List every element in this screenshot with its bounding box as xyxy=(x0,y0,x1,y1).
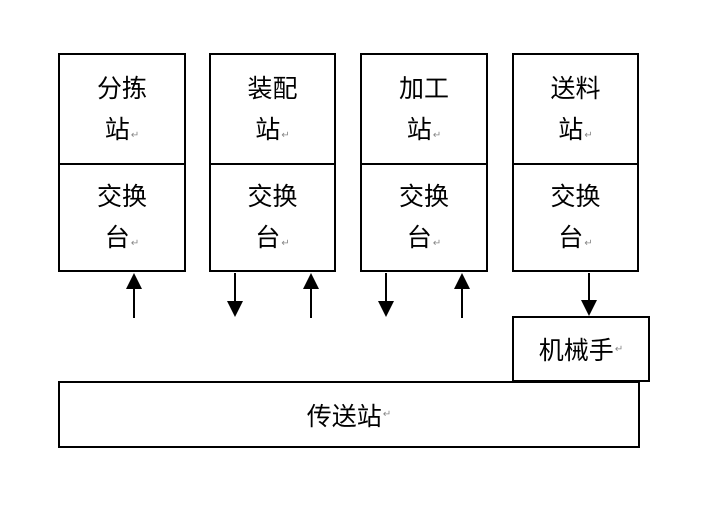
robot-arm-label: 机械手 xyxy=(538,336,614,365)
arrow-down-machining xyxy=(378,273,394,317)
paragraph-mark-icon: ↵ xyxy=(432,130,442,141)
conveyor-label: 传送站 xyxy=(306,401,382,431)
station-name-line2: 站 xyxy=(104,115,130,144)
paragraph-mark-icon: ↵ xyxy=(130,238,140,249)
exchange-table-line2: 台 xyxy=(255,223,281,252)
paragraph-mark-icon: ↵ xyxy=(281,130,290,141)
station-name-line1: 加工 xyxy=(398,73,449,103)
station-machining: 加工 站↵ 交换 台↵ xyxy=(360,53,488,272)
exchange-table-line2: 台 xyxy=(558,223,584,252)
paragraph-mark-icon: ↵ xyxy=(130,130,140,141)
station-sorting-name: 分拣 站↵ xyxy=(60,55,184,165)
paragraph-mark-icon: ↵ xyxy=(281,238,290,249)
arrow-up-sorting xyxy=(126,273,142,318)
station-assembly-name: 装配 站↵ xyxy=(211,55,334,165)
station-sorting-exchange-table: 交换 台↵ xyxy=(60,163,184,271)
exchange-table-line1: 交换 xyxy=(96,181,147,211)
exchange-table-line1: 交换 xyxy=(550,181,601,211)
station-assembly: 装配 站↵ 交换 台↵ xyxy=(209,53,336,272)
paragraph-mark-icon: ↵ xyxy=(614,343,624,355)
exchange-table-line2: 台 xyxy=(406,223,432,252)
station-feeding-exchange-table: 交换 台↵ xyxy=(514,163,637,271)
station-name-line1: 分拣 xyxy=(96,73,147,103)
robot-arm-box: 机械手↵ xyxy=(512,316,650,382)
station-name-line2: 站 xyxy=(558,115,584,144)
paragraph-mark-icon: ↵ xyxy=(432,238,442,249)
station-sorting: 分拣 站↵ 交换 台↵ xyxy=(58,53,186,272)
station-name-line2: 站 xyxy=(255,115,281,144)
station-assembly-exchange-table: 交换 台↵ xyxy=(211,163,334,271)
exchange-table-line1: 交换 xyxy=(398,181,449,211)
station-feeding: 送料 站↵ 交换 台↵ xyxy=(512,53,639,272)
station-name-line1: 装配 xyxy=(247,73,298,103)
conveyor-box: 传送站↵ xyxy=(58,381,640,448)
arrow-up-assembly xyxy=(303,273,319,318)
station-name-line2: 站 xyxy=(406,115,432,144)
exchange-table-line1: 交换 xyxy=(247,181,298,211)
arrow-up-machining xyxy=(454,273,470,318)
arrow-down-feeding-to-robot xyxy=(581,273,597,316)
exchange-table-line2: 台 xyxy=(104,223,130,252)
station-name-line1: 送料 xyxy=(550,73,601,103)
station-machining-name: 加工 站↵ xyxy=(362,55,486,165)
paragraph-mark-icon: ↵ xyxy=(584,130,593,141)
paragraph-mark-icon: ↵ xyxy=(584,238,593,249)
paragraph-mark-icon: ↵ xyxy=(382,409,392,420)
station-feeding-name: 送料 站↵ xyxy=(514,55,637,165)
arrow-down-assembly xyxy=(227,273,243,317)
station-machining-exchange-table: 交换 台↵ xyxy=(362,163,486,271)
